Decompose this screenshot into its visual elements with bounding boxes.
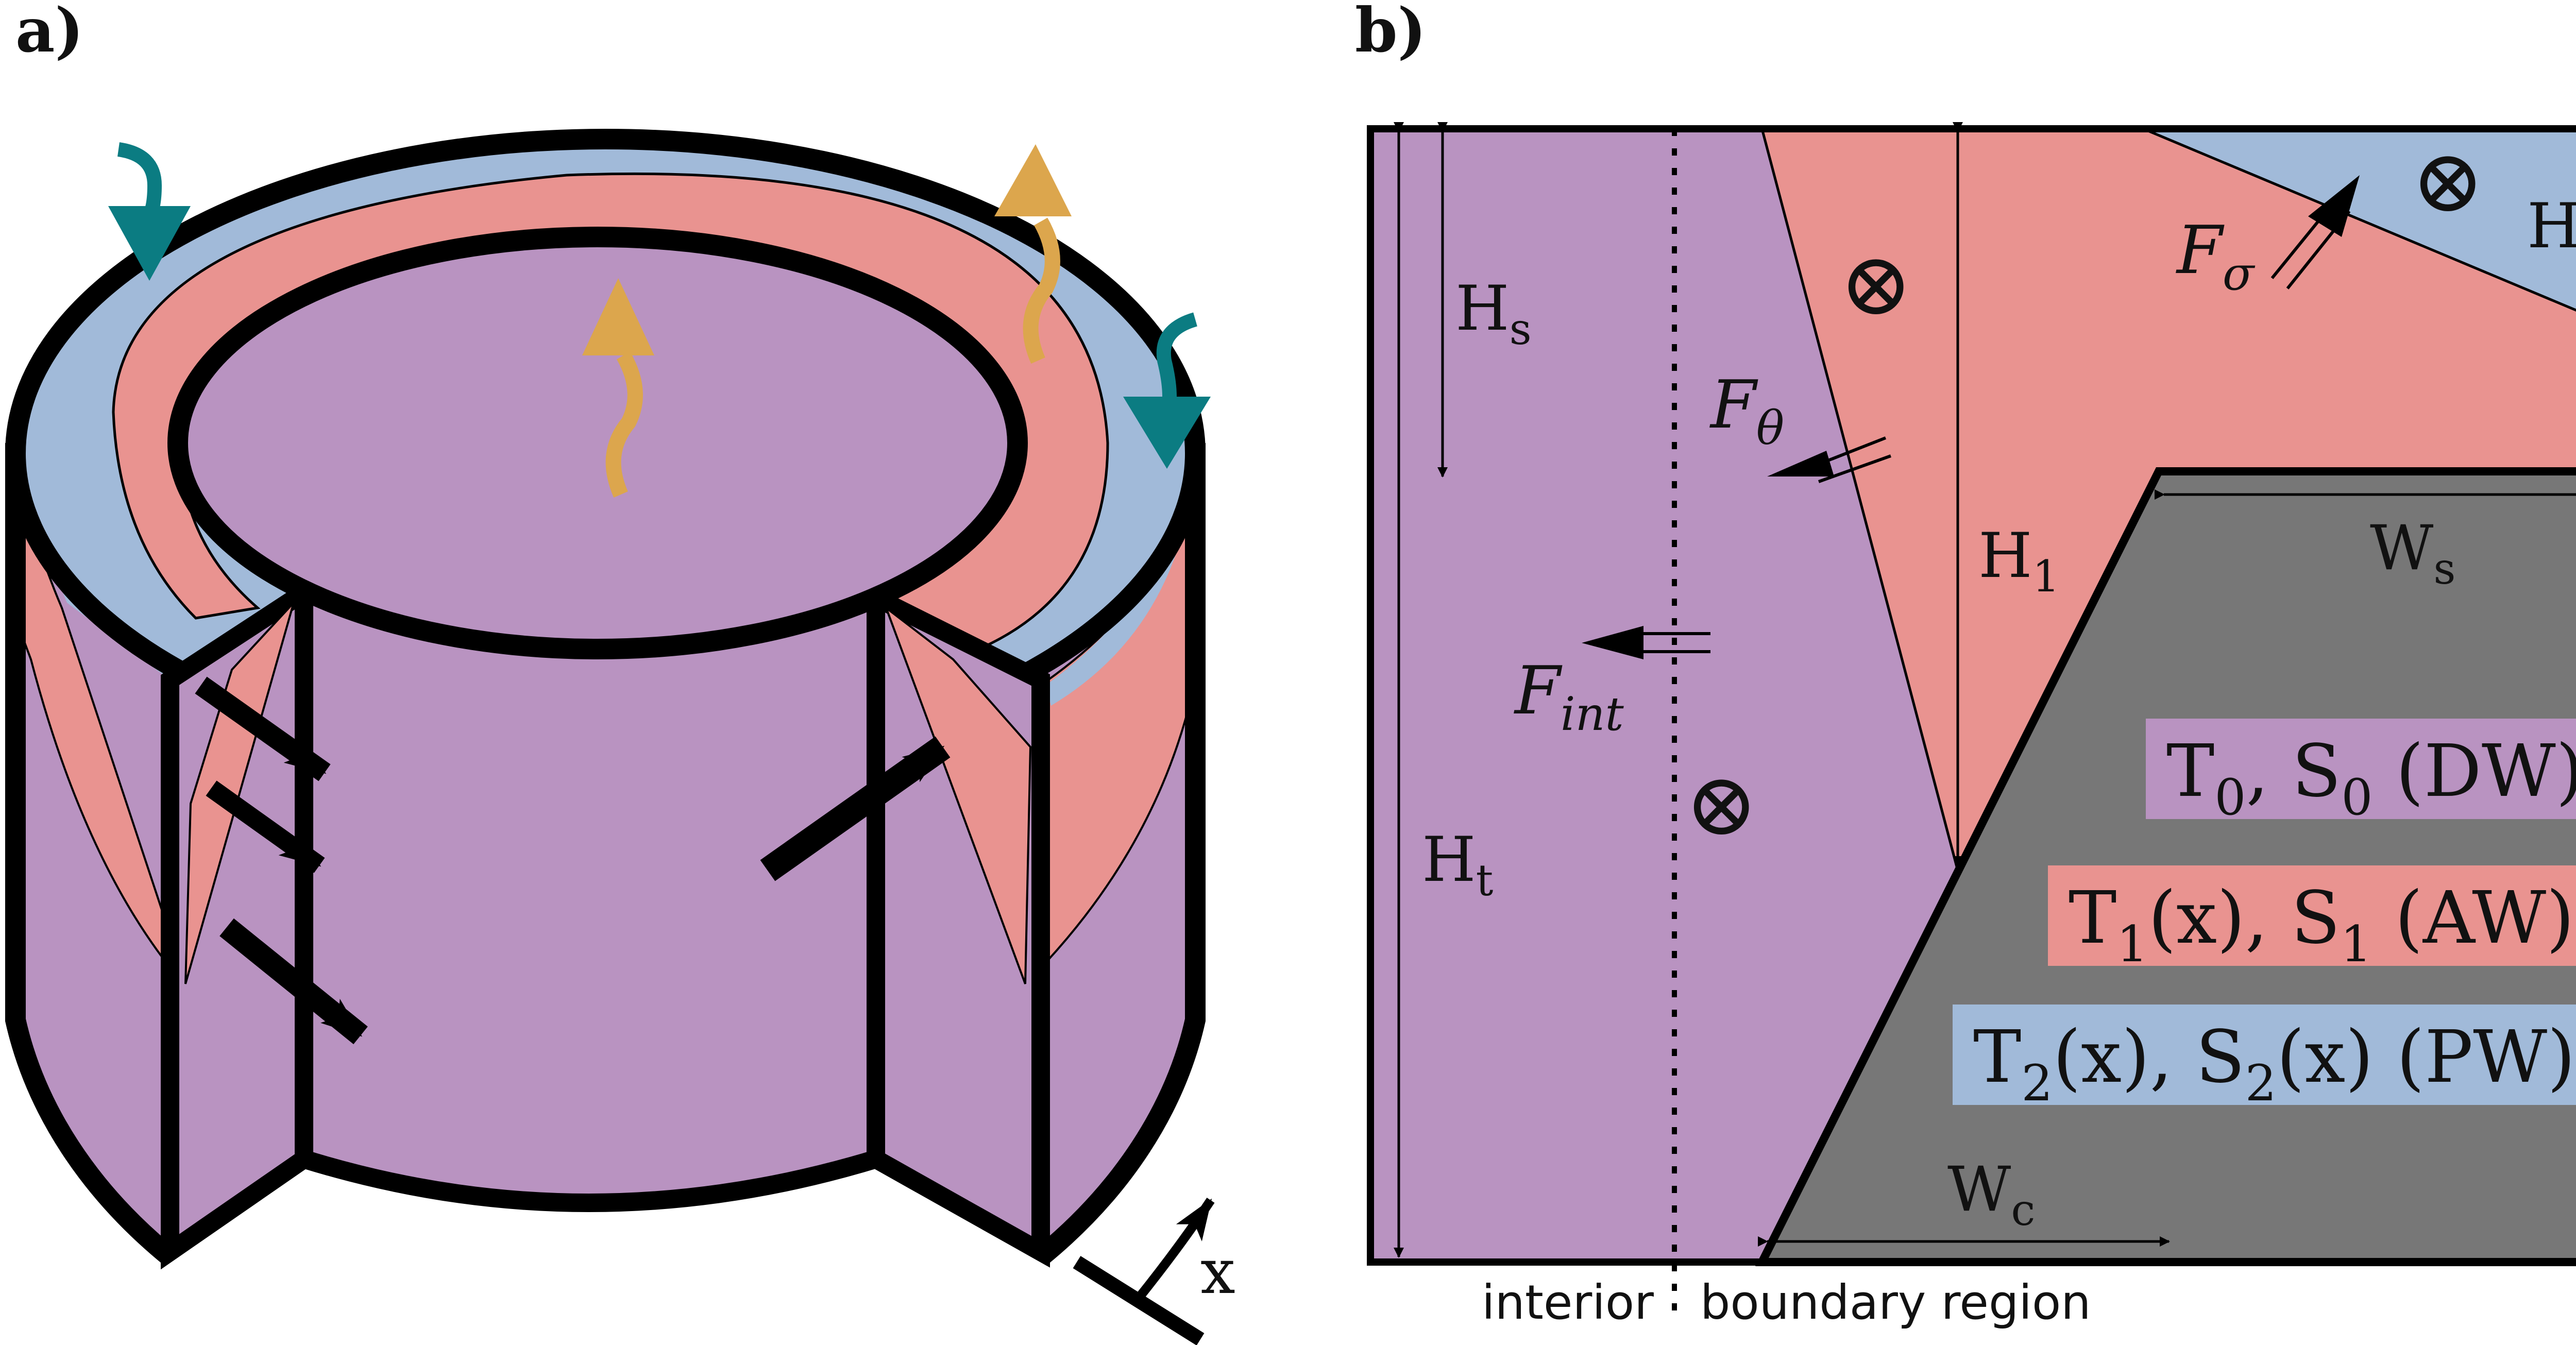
aw-dw-interface (1760, 128, 1959, 871)
into-page-symbol-dw: ⊗ (1685, 754, 1758, 856)
right-wall-pw-layer (1046, 443, 1195, 706)
label-H-1: H1 (1978, 520, 2060, 602)
label-H-s: Hs (1455, 273, 1532, 354)
force-arrow-F-sigma (2270, 175, 2360, 290)
panel-a-label: a) (15, 0, 83, 66)
label-H-2: H2 (2527, 191, 2576, 272)
panel-b: b) Ht Hs H1 H2 Ws Wc ⊗ ⊗ ⊗ (1355, 0, 2576, 1330)
pw-aw-interface (2143, 127, 2576, 312)
aw-region (1762, 129, 2576, 871)
wedge-left-aw (184, 602, 295, 984)
wedge-right-aw (884, 605, 1032, 984)
x-axis-indicator: x (1073, 1198, 1235, 1345)
inner-cylinder-face (295, 581, 885, 1212)
panel-b-label: b) (1355, 0, 1426, 66)
flow-arrow-1 (195, 676, 331, 781)
force-arrow-F-theta (1767, 436, 1892, 483)
force-arrow-F-int (1582, 626, 1710, 659)
flow-arrow-3 (219, 918, 368, 1045)
outer-wall-right-outline (1034, 443, 1206, 1265)
x-axis-label: x (1200, 1236, 1235, 1308)
label-F-theta: Fθ (1709, 367, 1784, 455)
inner-top-ellipse (167, 227, 1028, 659)
panel-a: a) (5, 0, 1235, 1345)
label-W-s: Ws (2370, 513, 2455, 594)
label-F-sigma: Fσ (2176, 212, 2256, 301)
downward-flux-arrow-left (108, 142, 191, 281)
svg-text:T0, S0 (DW): T0, S0 (DW) (2166, 729, 2576, 826)
upward-flux-arrow-right (994, 144, 1072, 364)
flow-arrow-2 (206, 780, 325, 873)
label-H-t: Ht (1422, 824, 1494, 906)
downward-flux-arrow-right (1123, 312, 1211, 469)
flow-arrow-inner (760, 736, 951, 881)
label-W-c: Wc (1947, 1154, 2035, 1235)
legend-aw: T1(x), S1 (AW) (2048, 865, 2576, 973)
into-page-symbol-aw: ⊗ (1839, 233, 1912, 335)
label-F-int: Fint (1514, 653, 1624, 741)
panel-b-frame (1367, 125, 2576, 1266)
caption-boundary-region: boundary region (1700, 1275, 2091, 1330)
svg-text:T1(x), S1 (AW): T1(x), S1 (AW) (2069, 876, 2574, 973)
caption-interior: interior (1482, 1275, 1654, 1330)
outer-wall-left-outline (5, 443, 177, 1265)
svg-text:T2(x), S2(x) (PW): T2(x), S2(x) (PW) (1973, 1015, 2575, 1112)
upward-flux-arrow-center (582, 278, 654, 498)
legend-dw: T0, S0 (DW) (2146, 719, 2576, 826)
into-page-symbol-pw: ⊗ (2411, 130, 2484, 232)
legend-pw: T2(x), S2(x) (PW) (1953, 1005, 2576, 1112)
